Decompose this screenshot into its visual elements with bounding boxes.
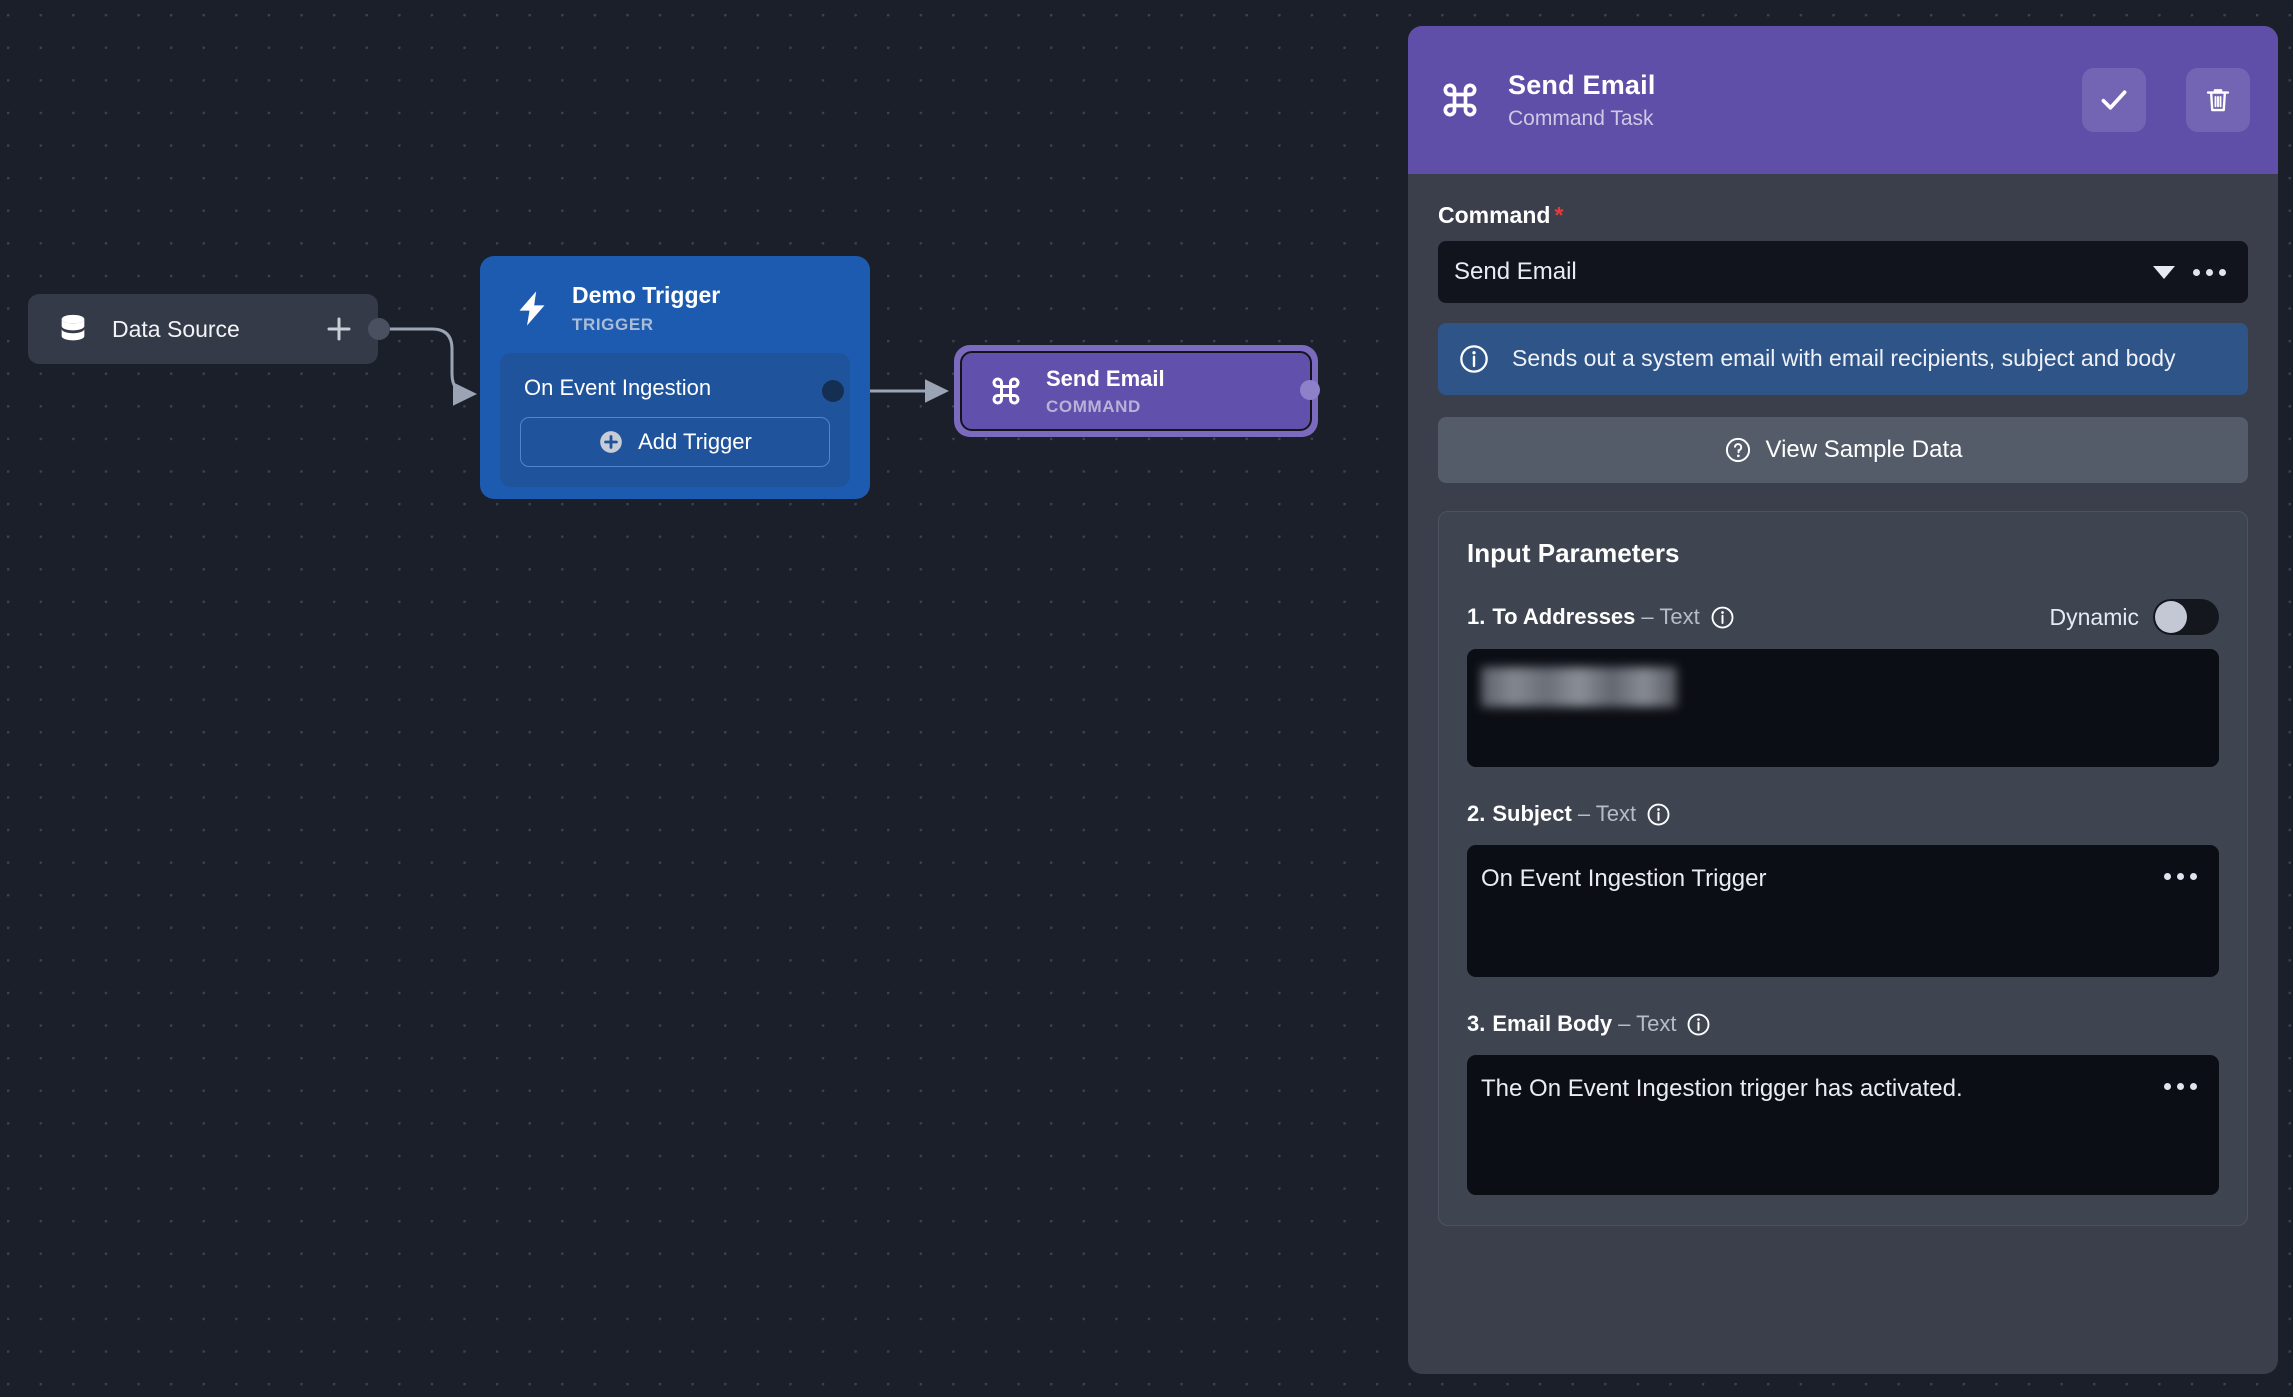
send-email-output-port[interactable] xyxy=(1300,380,1320,400)
check-icon xyxy=(2101,90,2127,110)
parameter-type: – Text xyxy=(1577,801,1637,826)
send-email-node-subtitle: COMMAND xyxy=(1046,396,1141,416)
command-field-label: Command* xyxy=(1438,202,2248,229)
confirm-button[interactable] xyxy=(2082,68,2146,132)
node-send-email[interactable]: Send Email COMMAND xyxy=(960,351,1312,431)
parameter-index: 2. xyxy=(1467,801,1486,826)
panel-header: Send Email Command Task xyxy=(1408,26,2278,174)
trigger-subtitle: TRIGGER xyxy=(572,314,654,334)
panel-subtitle: Command Task xyxy=(1508,106,1654,130)
to-addresses-input[interactable] xyxy=(1467,649,2219,767)
view-sample-data-label: View Sample Data xyxy=(1765,436,1963,463)
required-marker: * xyxy=(1554,202,1564,228)
node-send-email-selected-ring[interactable]: Send Email COMMAND xyxy=(954,345,1318,437)
input-parameters-card: Input Parameters 1. To Addresses – Text … xyxy=(1438,511,2248,1226)
database-icon xyxy=(61,314,85,341)
parameter-type: – Text xyxy=(1618,1011,1677,1036)
trash-icon xyxy=(2206,89,2230,112)
subject-input[interactable]: On Event Ingestion Trigger xyxy=(1467,845,2219,977)
command-icon xyxy=(992,377,1020,405)
redacted-email-chip xyxy=(1481,667,1677,707)
parameter-header: 3. Email Body – Text xyxy=(1467,1007,2219,1041)
ellipsis-icon[interactable] xyxy=(2193,268,2226,276)
email-body-input[interactable]: The On Event Ingestion trigger has activ… xyxy=(1467,1055,2219,1195)
command-selected-value: Send Email xyxy=(1454,258,1577,285)
trigger-title: Demo Trigger xyxy=(572,282,721,308)
email-body-value: The On Event Ingestion trigger has activ… xyxy=(1481,1075,1963,1102)
trigger-header: Demo Trigger TRIGGER xyxy=(500,274,850,345)
parameter-email-body: 3. Email Body – Text The On Event Ingest… xyxy=(1467,1007,2219,1195)
delete-button[interactable] xyxy=(2186,68,2250,132)
parameter-subject: 2. Subject – Text On Event Ingestion Tri… xyxy=(1467,797,2219,977)
plus-icon[interactable] xyxy=(324,314,354,344)
panel-body: Command* Send Email Sends out a system e… xyxy=(1408,174,2278,1226)
dynamic-toggle[interactable] xyxy=(2153,599,2219,635)
trigger-event-label: On Event Ingestion xyxy=(524,374,712,400)
data-source-output-port[interactable] xyxy=(368,318,390,340)
send-email-node-title: Send Email xyxy=(1046,366,1165,392)
ellipsis-icon[interactable] xyxy=(2164,1083,2197,1090)
command-description-text: Sends out a system email with email reci… xyxy=(1512,345,2176,372)
parameter-header: 2. Subject – Text xyxy=(1467,797,2219,831)
add-trigger-label: Add Trigger xyxy=(638,428,752,454)
parameter-to-addresses: 1. To Addresses – Text Dynamic xyxy=(1467,599,2219,767)
data-source-label: Data Source xyxy=(112,315,240,342)
parameter-index: 1. xyxy=(1467,604,1486,629)
command-label-text: Command xyxy=(1438,202,1551,228)
parameter-name: Email Body xyxy=(1492,1011,1613,1036)
trigger-body: On Event Ingestion Add Trigger xyxy=(500,352,850,487)
command-task-panel: Send Email Command Task Command* Send Em… xyxy=(1408,26,2278,1374)
view-sample-data-button[interactable]: View Sample Data xyxy=(1438,417,2248,483)
parameter-name: Subject xyxy=(1492,801,1572,826)
add-circle-icon xyxy=(600,430,622,453)
question-circle-icon xyxy=(1725,437,1750,463)
parameter-header: 1. To Addresses – Text Dynamic xyxy=(1467,599,2219,635)
panel-title: Send Email xyxy=(1508,69,1656,100)
parameter-index: 3. xyxy=(1467,1011,1486,1036)
info-circle-icon[interactable] xyxy=(1710,605,1735,630)
info-icon xyxy=(1460,345,1488,373)
parameter-name: To Addresses xyxy=(1492,604,1636,629)
node-data-source[interactable]: Data Source xyxy=(28,294,378,364)
toggle-knob xyxy=(2155,601,2187,633)
info-circle-icon[interactable] xyxy=(1686,1012,1711,1037)
command-icon xyxy=(1443,83,1477,117)
node-demo-trigger[interactable]: Demo Trigger TRIGGER On Event Ingestion … xyxy=(480,256,870,499)
dynamic-toggle-label: Dynamic xyxy=(2049,603,2139,630)
chevron-down-icon[interactable] xyxy=(2153,265,2175,279)
subject-value: On Event Ingestion Trigger xyxy=(1481,865,1767,892)
command-select[interactable]: Send Email xyxy=(1438,241,2248,303)
trigger-output-port[interactable] xyxy=(822,380,844,402)
info-circle-icon[interactable] xyxy=(1646,802,1671,827)
input-parameters-title: Input Parameters xyxy=(1467,538,1680,568)
add-trigger-button[interactable]: Add Trigger xyxy=(520,416,830,467)
parameter-type: – Text xyxy=(1641,604,1700,629)
lightning-bolt-icon xyxy=(519,291,545,326)
ellipsis-icon[interactable] xyxy=(2164,873,2197,880)
command-description-banner: Sends out a system email with email reci… xyxy=(1438,323,2248,395)
